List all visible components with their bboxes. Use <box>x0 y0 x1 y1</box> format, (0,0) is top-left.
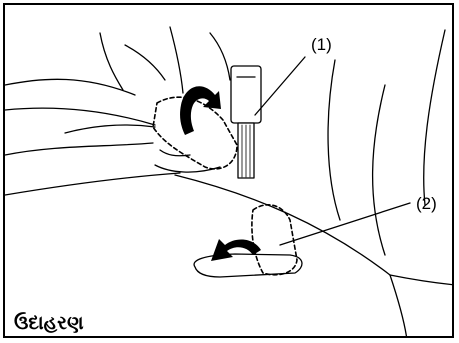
seat-line <box>5 79 135 95</box>
cushion-line <box>65 125 155 133</box>
seat-line <box>210 33 230 80</box>
curved-arrow-icon <box>180 86 221 135</box>
seat-edge-line <box>373 85 385 255</box>
seat-edge-line <box>424 30 445 205</box>
caption-example: ઉદાહરણ <box>14 314 84 333</box>
cushion-line <box>5 173 180 195</box>
leader-line-1 <box>255 57 305 115</box>
stowage-pocket <box>194 254 302 277</box>
seat-edge-line <box>390 275 454 285</box>
illustration-frame: (1) (2) ઉદાહરણ <box>3 3 454 338</box>
seat-line <box>100 33 123 90</box>
callout-label-2: (2) <box>416 195 437 212</box>
seat-line <box>125 45 165 80</box>
cushion-line <box>5 143 153 155</box>
seat-edge-line <box>328 60 340 220</box>
seat-edge-line <box>390 275 407 338</box>
seat-belt-illustration <box>5 5 454 338</box>
callout-label-1: (1) <box>311 36 332 53</box>
leader-line-2 <box>280 203 410 245</box>
highlight-area-1 <box>153 97 237 169</box>
buckle-latch <box>231 66 261 123</box>
seat-line <box>170 27 183 93</box>
seat-line <box>5 108 155 125</box>
